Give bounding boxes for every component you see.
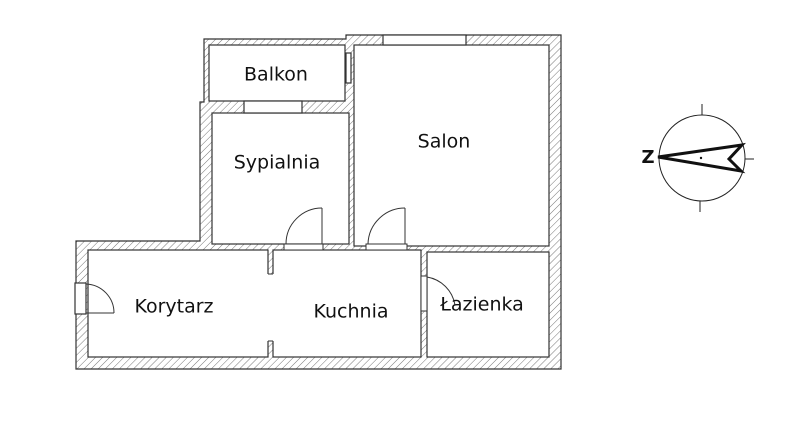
compass-icon: Z (641, 104, 754, 212)
door-entrance[interactable] (85, 283, 115, 314)
compass-label: Z (641, 147, 654, 168)
label-salon: Salon (418, 131, 471, 153)
door-salon[interactable] (365, 207, 408, 251)
room-balkon (208, 44, 346, 102)
label-kuchnia: Kuchnia (313, 301, 388, 323)
window-salon (382, 34, 467, 46)
window-balkon-salon (345, 52, 352, 84)
label-sypialnia: Sypialnia (234, 152, 321, 174)
room-korytarz (87, 249, 269, 358)
window-sypialnia (243, 100, 303, 114)
door-sypialnia[interactable] (283, 207, 324, 251)
room-kuchnia (272, 249, 422, 358)
room-salon (353, 44, 550, 247)
room-sypialnia (211, 112, 350, 245)
label-lazienka: Łazienka (439, 294, 524, 316)
partition-opening (267, 273, 274, 342)
entrance-door-frame (74, 282, 87, 315)
label-korytarz: Korytarz (134, 296, 213, 318)
label-balkon: Balkon (244, 64, 308, 86)
door-lazienka[interactable] (420, 275, 456, 312)
